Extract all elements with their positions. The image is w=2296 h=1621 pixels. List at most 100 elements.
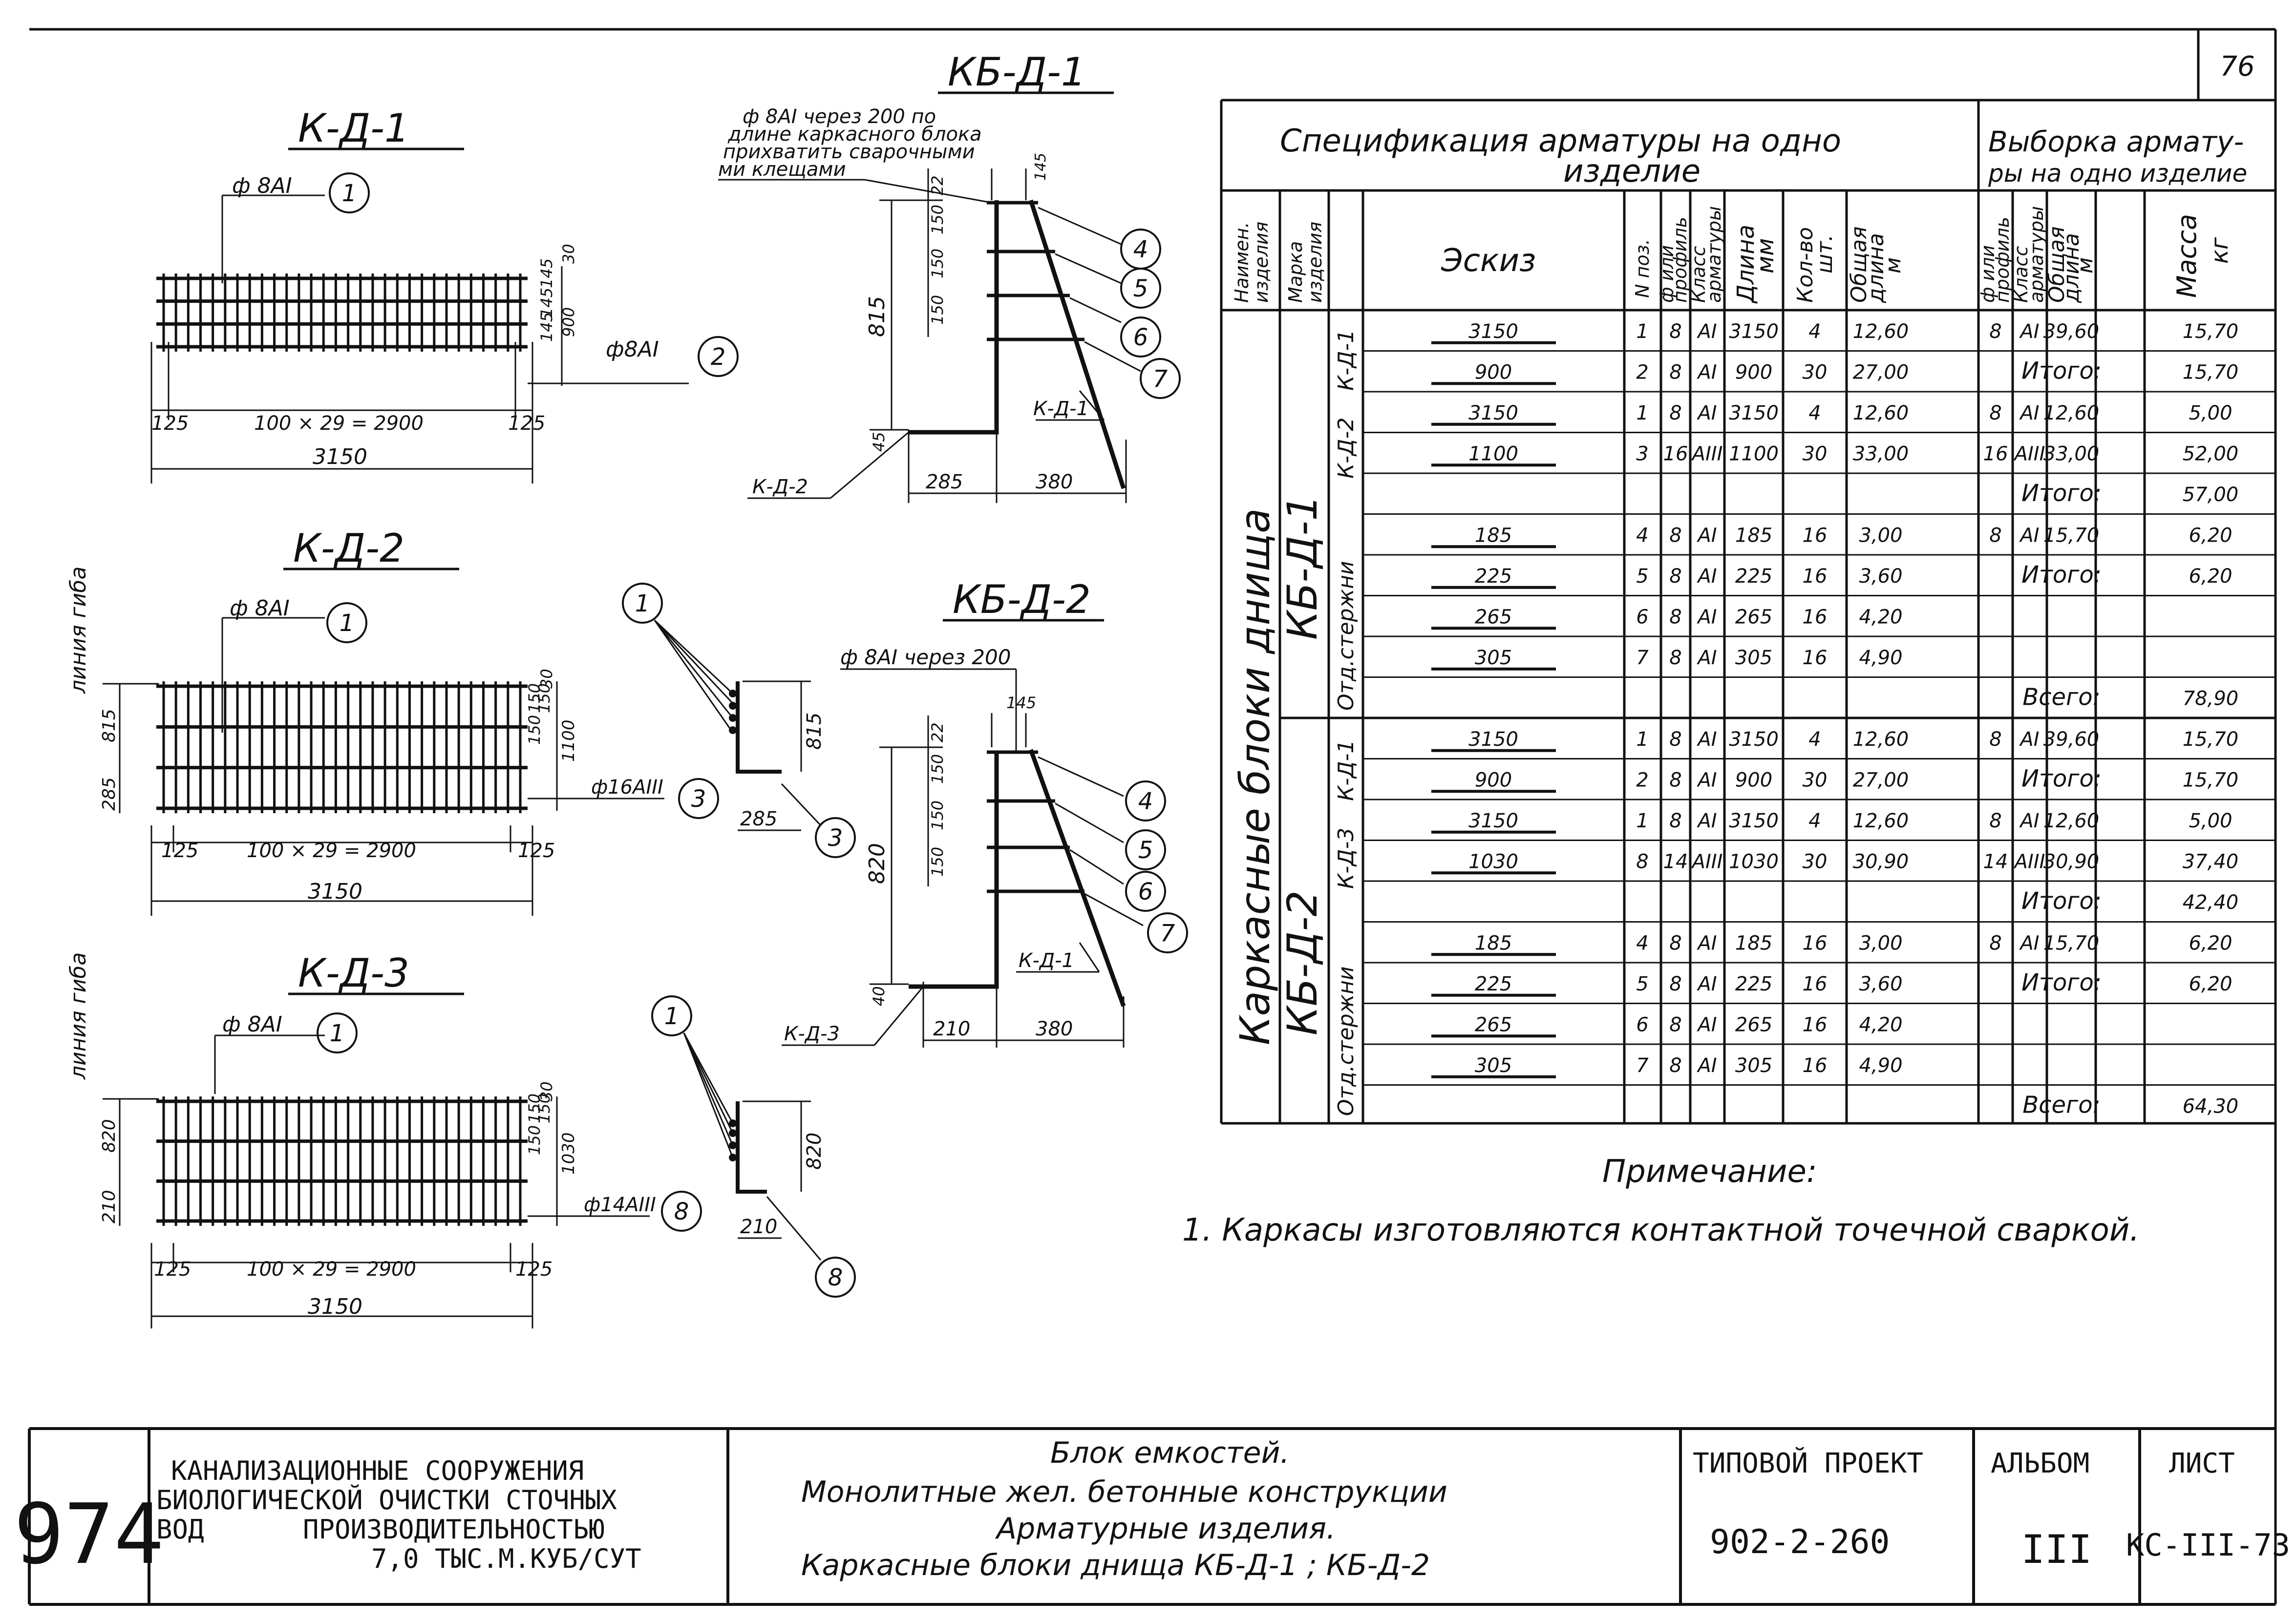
spec-cell-kl: АI: [1696, 524, 1717, 547]
org-line2: БИОЛОГИЧЕСКОЙ ОЧИСТКИ СТОЧНЫХ: [156, 1485, 617, 1516]
kd3-bar1-label: ф 8АI: [222, 1012, 282, 1037]
hdr-obsh-2: длина: [1864, 233, 1889, 303]
spec-cell-tot: 33,00: [1853, 442, 1909, 465]
spec-cell-kl: АI: [1696, 606, 1717, 628]
spec-cell-skl: АI: [2019, 402, 2039, 424]
spec-cell-len: 265: [1735, 606, 1772, 628]
spec-cell-len: 305: [1735, 647, 1772, 669]
spec-cell-len: 900: [1735, 769, 1772, 791]
kd1-dim-v1: 30: [559, 244, 578, 264]
detail3-pos-bar: 8: [828, 1264, 843, 1291]
spec-cell-qty: 16: [1803, 932, 1828, 954]
detail3-dim-v: 820: [803, 1133, 826, 1170]
spec-cell-d: 16: [1663, 442, 1688, 465]
kd2-dim-v1: 30: [537, 669, 556, 689]
spec-cell-len: 3150: [1729, 320, 1779, 343]
kd1-title: К-Д-1: [298, 105, 409, 151]
spec-cell-qty: 30: [1803, 850, 1828, 873]
kd1-dim-v3: 145: [537, 288, 556, 317]
kd2-bar3-label: ф16АIII: [591, 776, 663, 799]
spec-cell-tot: 27,00: [1853, 769, 1909, 791]
kd1-dim-total: 3150: [313, 444, 367, 469]
spec-cell-tot: 4,90: [1859, 1054, 1902, 1077]
hdr-s-klass-2: арматуры: [2026, 206, 2047, 303]
spec-cell-d: 8: [1669, 973, 1681, 995]
detail2-dim-h: 285: [740, 808, 777, 830]
spec-cell-len: 185: [1735, 524, 1772, 547]
kd2-dim-left-bot: 285: [99, 777, 119, 811]
spec-cell-qty: 30: [1803, 361, 1828, 383]
kbd1-drawing: КБ-Д-1 ф 8АI через 200 по длине каркасно…: [718, 49, 1181, 503]
spec-cell-sd: 14: [1983, 850, 2008, 873]
spec-cell-d: 8: [1669, 769, 1681, 791]
spec-cell-qty: 16: [1803, 524, 1828, 547]
sheet-frame: [29, 28, 2277, 1604]
spec-cell-kl: АI: [1696, 932, 1717, 954]
kd2-bar3-pos: 3: [691, 785, 706, 813]
detail2-pos-top: 1: [635, 590, 650, 617]
kd2-bar1-label: ф 8АI: [230, 596, 290, 621]
spec-cell-mass: 15,70: [2183, 728, 2239, 751]
spec-summary-label: Итого:: [2021, 887, 2102, 915]
spec-cell-eskiz: 3150: [1468, 810, 1518, 832]
spec-cell-mass: 64,30: [2183, 1095, 2239, 1117]
kd3-bar1-pos: 1: [330, 1020, 345, 1047]
kbd2-pos-7: 7: [1160, 920, 1175, 947]
kd1-dim-v4: 145: [537, 312, 556, 342]
spec-cell-pos: 2: [1636, 769, 1648, 791]
spec-cell-mass: 57,00: [2183, 484, 2239, 506]
kbd2-dim-h2: 380: [1036, 1018, 1073, 1040]
spec-cell-pos: 4: [1636, 932, 1648, 954]
kbd1-dim-v1: 150: [928, 205, 947, 234]
kbd2-label-kd1: К-Д-1: [1019, 949, 1074, 972]
sublabel-rods1: Отд.стержни: [1334, 561, 1359, 711]
hdr-klass-2: арматуры: [1703, 206, 1725, 303]
kbd1-note-2: длине каркасного блока: [727, 123, 982, 146]
spec-cell-eskiz: 305: [1475, 1054, 1512, 1077]
spec-summary-label: Итого:: [2021, 561, 2102, 589]
spec-cell-pos: 1: [1636, 320, 1648, 343]
spec-cell-len: 900: [1735, 361, 1772, 383]
spec-cell-kl: АI: [1696, 1013, 1717, 1036]
hdr-diam-1: ф или: [1656, 245, 1678, 303]
spec-summary-label: Итого:: [2021, 480, 2102, 507]
spec-cell-eskiz: 1030: [1468, 850, 1518, 873]
hdr-s-obsh-1: Общая: [2044, 226, 2069, 303]
spec-cell-qty: 16: [1803, 1013, 1828, 1036]
spec-cell-eskiz: 900: [1475, 769, 1512, 791]
spec-cell-len: 3150: [1729, 402, 1779, 424]
spec-cell-eskiz: 185: [1475, 932, 1512, 954]
kd2-title: К-Д-2: [293, 526, 404, 571]
spec-cell-stot: 12,60: [2043, 810, 2100, 832]
kbd1-dim-v0: 22: [928, 175, 947, 195]
spec-cell-eskiz: 265: [1475, 1013, 1512, 1036]
spec-cell-mass: 52,00: [2183, 442, 2239, 465]
org-line1: КАНАЛИЗАЦИОННЫЕ СООРУЖЕНИЯ: [171, 1455, 584, 1486]
kbd2-dim-v3: 150: [928, 847, 947, 877]
kd1-dim-v5: 900: [559, 307, 578, 337]
spec-cell-stot: 33,00: [2043, 442, 2100, 465]
spec-summary-label: Итого:: [2021, 765, 2102, 792]
spec-cell-len: 265: [1735, 1013, 1772, 1036]
kbd2-title: КБ-Д-2: [953, 577, 1091, 622]
hdr-naimen-2: изделия: [1251, 222, 1272, 303]
hdr-s-obsh-3: м: [2073, 257, 2098, 274]
desc-line2: Монолитные жел. бетонные конструкции: [801, 1475, 1447, 1509]
kd1-drawing: К-Д-1 ф 8АI 1 ф8АI 2 125 100 × 29 = 2900…: [150, 105, 739, 484]
spec-cell-skl: АIII: [2013, 442, 2045, 465]
hdr-obsh-1: Общая: [1847, 226, 1871, 303]
spec-cell-sd: 8: [1989, 320, 2001, 343]
kd3-dim-left-bot: 210: [99, 1190, 119, 1223]
spec-cell-qty: 16: [1803, 565, 1828, 588]
hdr-s-klass-1: Класс: [2010, 246, 2032, 303]
spec-cell-pos: 5: [1636, 565, 1648, 588]
block1-label: КБ-Д-1: [1278, 495, 1326, 640]
hdr-kol-2: шт.: [1812, 234, 1837, 274]
detail3-pos-top: 1: [664, 1003, 680, 1030]
block2-label: КБ-Д-2: [1278, 890, 1326, 1035]
spec-cell-pos: 3: [1636, 442, 1648, 465]
spec-cell-pos: 1: [1636, 810, 1648, 832]
org-line4: 7,0 ТЫС.М.КУБ/СУТ: [371, 1543, 641, 1574]
spec-summary-label: Всего:: [2022, 683, 2101, 711]
spec-cell-mass: 5,00: [2189, 810, 2232, 832]
